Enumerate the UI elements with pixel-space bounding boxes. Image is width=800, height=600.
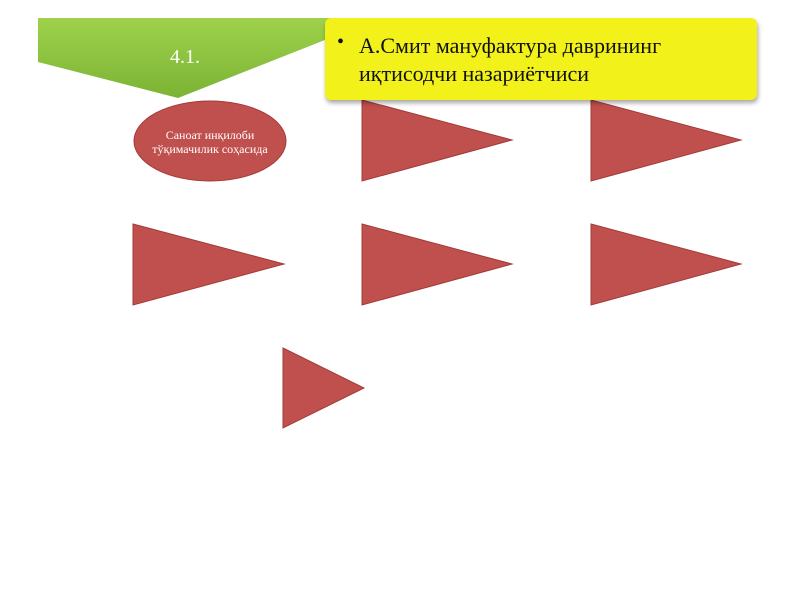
triangle-2	[590, 99, 743, 182]
callout-text: А.Смит мануфактура даврининг иқтисодчи н…	[359, 33, 662, 86]
ellipse-label: Саноат инқилоби тўқимачилик соҳасида	[152, 128, 268, 156]
chevron-shape	[38, 18, 330, 98]
triangle-3	[132, 223, 286, 306]
bullet-icon: •	[337, 31, 345, 53]
triangle-5	[590, 223, 743, 306]
section-number-label: 4.1.	[170, 46, 200, 68]
ellipse-shape	[133, 100, 287, 182]
triangle-6	[282, 347, 366, 429]
triangle-4	[361, 223, 514, 306]
title-callout: • А.Смит мануфактура даврининг иқтисодчи…	[325, 18, 757, 100]
triangle-1	[361, 99, 514, 182]
